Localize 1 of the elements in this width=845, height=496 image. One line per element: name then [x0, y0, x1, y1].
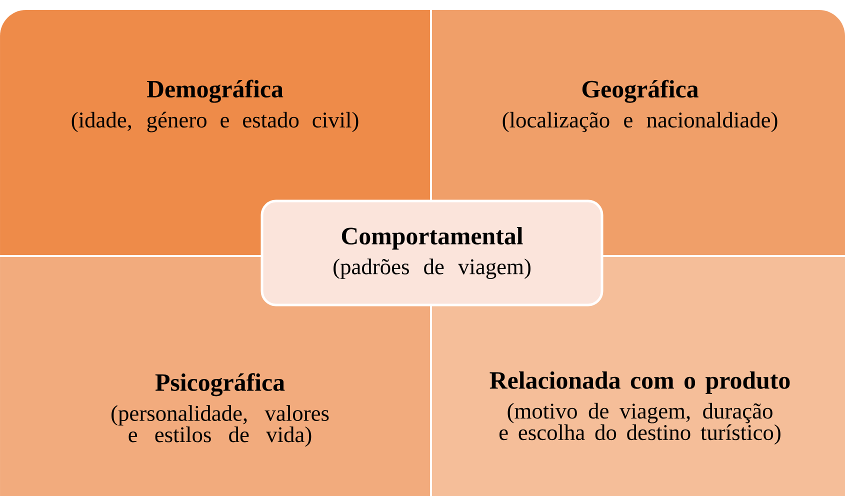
center-box: Comportamental (padrões de viagem) [260, 200, 604, 306]
